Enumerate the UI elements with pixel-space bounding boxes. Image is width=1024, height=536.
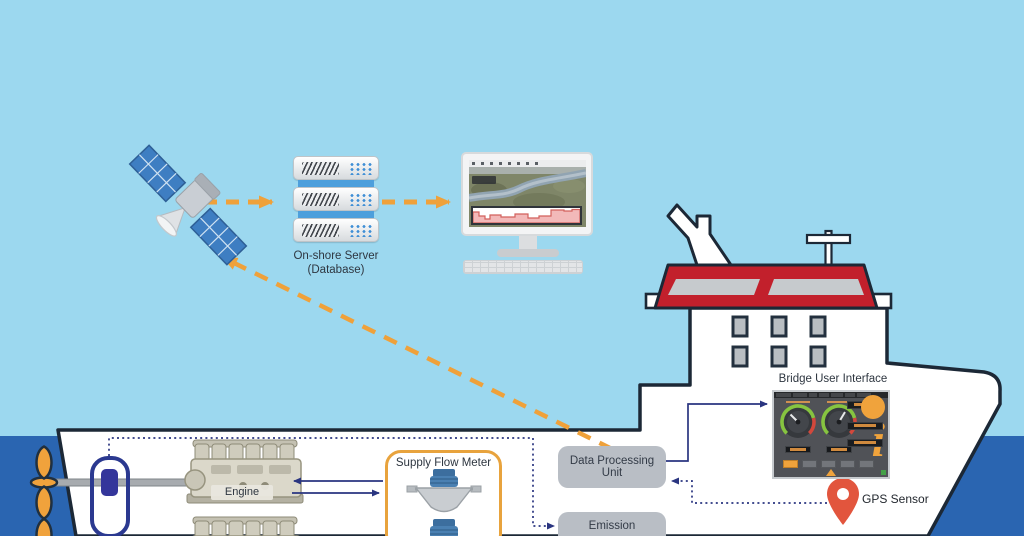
funnel-icon: [666, 203, 733, 267]
engine-label: Engine: [211, 485, 273, 500]
desktop-monitor-icon: [461, 152, 593, 236]
supply-flow-meter-label: Supply Flow Meter: [395, 457, 492, 469]
sensor-network-dotted-line: [108, 437, 555, 530]
emissions-strip-chart: [471, 206, 582, 225]
data-processing-unit-box: Data Processing Unit: [558, 446, 666, 488]
monitor-base: [497, 249, 559, 257]
gps-sensor-label: GPS Sensor: [862, 492, 929, 506]
server-stack-icon: [293, 156, 379, 246]
dashboard-orange-dial: [861, 395, 885, 419]
monitor-stand: [519, 236, 537, 249]
supply-flow-meter-box: Supply Flow Meter: [385, 450, 502, 536]
shaft-torque-sensor: [101, 469, 118, 496]
onshore-server-label: On-shore Server (Database): [266, 250, 406, 277]
emission-label: Emission: [588, 520, 636, 532]
propulsion-group: [29, 445, 189, 536]
speed-gauge: [779, 401, 817, 453]
dpu-to-satellite-arrow: [222, 255, 613, 452]
emission-box: Emission: [558, 512, 666, 536]
power-gauge: [820, 401, 858, 453]
propeller-icon: [29, 445, 59, 536]
bridge-ui-dashboard: i: [772, 390, 890, 479]
onshore-server-label-line1: On-shore Server: [293, 250, 379, 262]
dashboard-up-arrow-icon: [826, 469, 836, 476]
dpu-label: Data Processing Unit: [569, 455, 655, 479]
dpu-to-bridge-ui-line: [665, 400, 768, 462]
flow-meter-icon: [406, 469, 481, 536]
dashboard-readout-2: [847, 422, 883, 430]
satellite-icon: [128, 144, 248, 266]
bridge-deckhouse: [653, 263, 879, 310]
shaft-sensor-enclosure: [90, 456, 130, 536]
dashboard-status-dot: [881, 470, 886, 475]
onshore-server-label-line2: (Database): [307, 263, 365, 276]
dashboard-readout-3: [847, 439, 883, 447]
monitor-screen: [469, 160, 586, 227]
ship-windows: [731, 315, 827, 368]
dashboard-buttons: [783, 460, 874, 468]
mast-icon: [805, 229, 852, 268]
bridge-ui-menubar: [774, 392, 888, 398]
keyboard-icon: [463, 260, 583, 274]
bridge-ui-label: Bridge User Interface: [778, 373, 888, 385]
gps-to-dpu-dotted-line: [671, 477, 827, 504]
monitor-menubar: [469, 160, 586, 167]
gps-pin-icon: [827, 478, 859, 525]
